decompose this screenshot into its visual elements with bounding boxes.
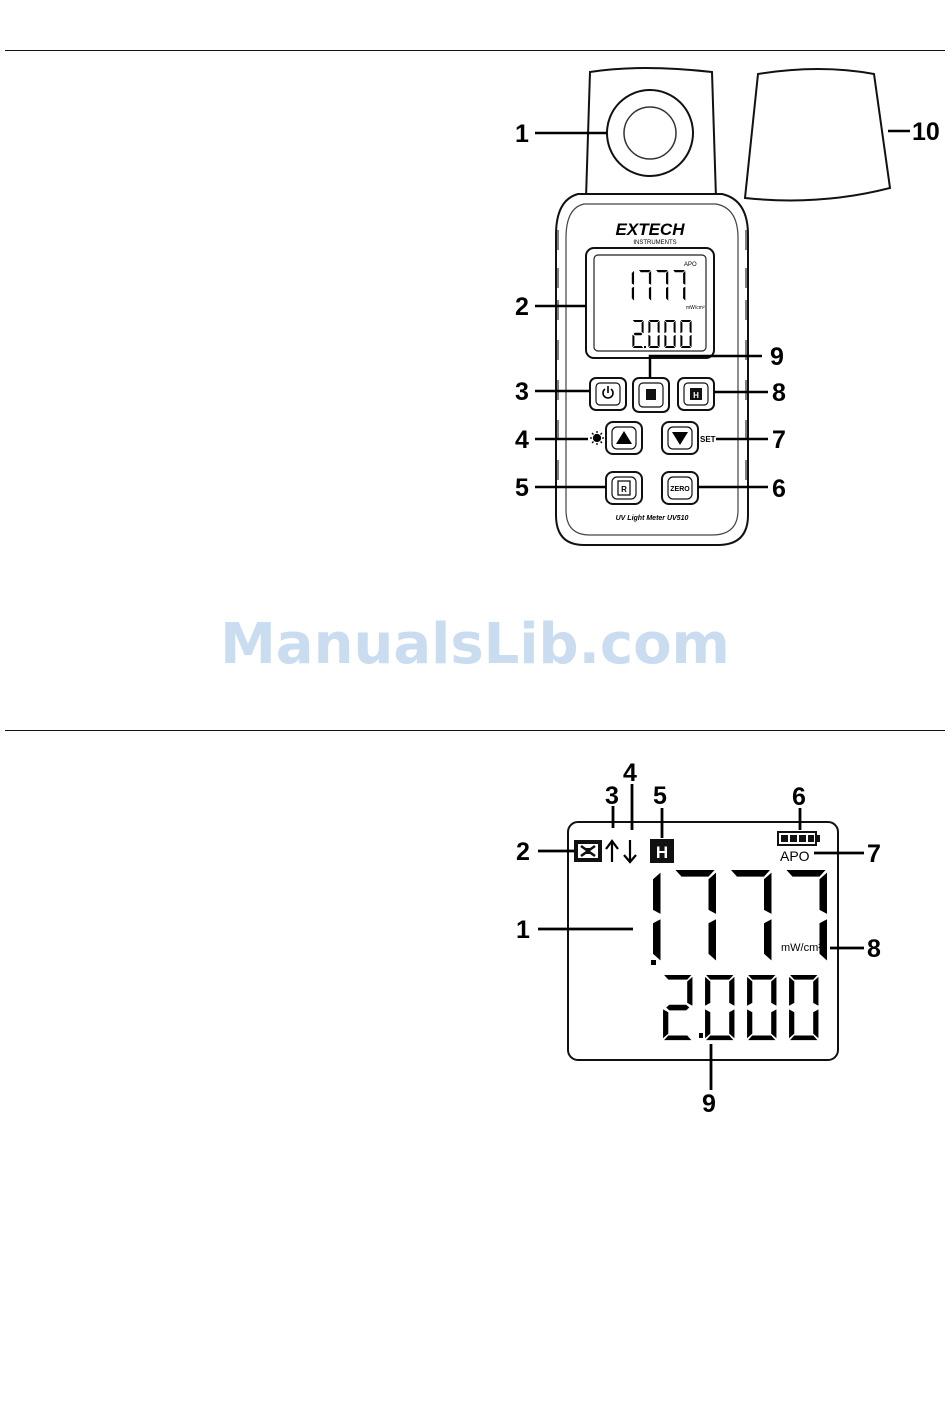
meter-callout-7: 7 (772, 426, 786, 454)
meter-brand-sub: INSTRUMENTS (633, 240, 676, 246)
meter-model-label: UV Light Meter UV510 (616, 515, 689, 522)
record-button[interactable]: R (606, 472, 642, 504)
up-button[interactable] (606, 422, 642, 454)
display-callout-5: 5 (653, 782, 667, 810)
display-callout-4: 4 (623, 759, 637, 787)
meter-callout-5: 5 (515, 474, 529, 502)
zero-button-label: ZERO (670, 486, 690, 493)
apo-indicator: APO (780, 848, 810, 864)
record-button-label: R (621, 485, 627, 494)
battery-icon (778, 832, 820, 845)
display-callout-6: 6 (792, 783, 806, 811)
display-callout-3: 3 (605, 782, 619, 810)
lamp-icon (574, 840, 602, 862)
meter-callout-10: 10 (912, 118, 940, 146)
meter-callout-1: 1 (515, 120, 529, 148)
hold-button-label: H (693, 391, 699, 400)
main-reading-dp (651, 960, 656, 965)
meter-lcd-dp (644, 346, 646, 348)
meter-callout-2: 2 (515, 293, 529, 321)
down-set-button[interactable] (662, 422, 698, 454)
meter-callout-4: 4 (515, 426, 529, 454)
display-figure: H APO mW/cm² (516, 759, 881, 1118)
unit-label: mW/cm² (781, 942, 822, 954)
meter-brand: EXTECH (616, 220, 686, 239)
display-callout-1: 1 (516, 916, 530, 944)
protective-cap (745, 69, 890, 200)
meter-callout-9: 9 (770, 343, 784, 371)
meter-figure: EXTECH INSTRUMENTS APO mW/cm² (515, 68, 940, 545)
display-callout-9: 9 (702, 1090, 716, 1118)
meter-callout-8: 8 (772, 379, 786, 407)
hold-indicator-label: H (656, 843, 668, 862)
meter-lcd-unit: mW/cm² (686, 305, 705, 311)
power-button[interactable] (590, 378, 626, 410)
zero-button[interactable]: ZERO (662, 472, 698, 504)
backlight-button-center[interactable] (633, 378, 669, 412)
sensor-window (624, 107, 676, 159)
meter-lcd-apo: APO (684, 262, 697, 268)
sub-reading-dp (699, 1033, 703, 1038)
hold-button[interactable]: H (678, 378, 714, 410)
meter-body (556, 194, 748, 545)
watermark: ManualsLib.com (0, 612, 950, 677)
display-callout-7: 7 (867, 840, 881, 868)
display-callout-2: 2 (516, 838, 530, 866)
meter-callout-6: 6 (772, 475, 786, 503)
set-label: SET (700, 435, 716, 444)
display-callout-8: 8 (867, 935, 881, 963)
meter-callout-3: 3 (515, 378, 529, 406)
